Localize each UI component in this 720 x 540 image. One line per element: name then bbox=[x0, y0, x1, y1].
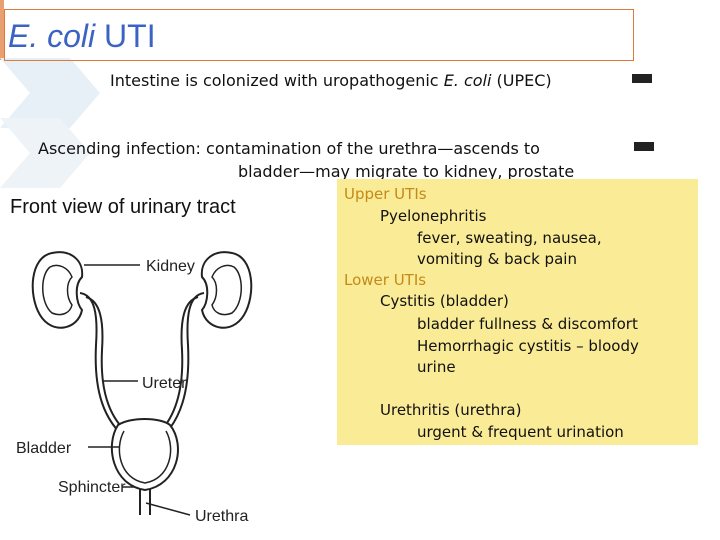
bladder bbox=[110, 418, 179, 492]
bullet-1-italic: E. coli bbox=[443, 71, 492, 90]
title-rest: UTI bbox=[95, 18, 156, 54]
kidney-label: Kidney bbox=[146, 258, 195, 275]
pyelo-symptoms-2: vomiting & back pain bbox=[417, 250, 577, 268]
urethra-label: Urethra bbox=[195, 508, 248, 525]
cystitis-label: Cystitis (bladder) bbox=[380, 292, 509, 310]
upper-utis-heading: Upper UTIs bbox=[344, 185, 427, 203]
urethritis-label: Urethritis (urethra) bbox=[380, 401, 522, 419]
bullet-2-line-2: bladder—may migrate to kidney, prostate bbox=[238, 162, 575, 181]
left-ureter bbox=[79, 292, 139, 448]
title-frame bbox=[4, 9, 634, 61]
lower-utis-heading: Lower UTIs bbox=[344, 271, 427, 289]
sphincter-label: Sphincter bbox=[58, 479, 126, 496]
bullet-1: Intestine is colonized with uropathogeni… bbox=[110, 70, 552, 92]
urinary-tract-diagram: Front view of urinary tract Kidney Urete… bbox=[10, 196, 253, 525]
bladder-label: Bladder bbox=[16, 440, 72, 457]
right-kidney bbox=[200, 251, 253, 329]
hemorrhagic-cystitis-1: Hemorrhagic cystitis – bloody bbox=[417, 337, 639, 355]
bullet-1-pre: Intestine is colonized with uropathogeni… bbox=[110, 71, 444, 90]
marker-icon bbox=[634, 142, 654, 151]
pyelonephritis-label: Pyelonephritis bbox=[380, 207, 487, 225]
title-italic: E. coli bbox=[8, 18, 96, 54]
bullet-1-post: (UPEC) bbox=[491, 71, 552, 90]
urethra bbox=[139, 489, 151, 515]
slide-title: E. coli UTI bbox=[8, 18, 156, 54]
uti-info-box bbox=[337, 179, 698, 445]
marker-icon bbox=[632, 74, 652, 83]
accent-chevron bbox=[0, 58, 100, 188]
cystitis-symptoms: bladder fullness & discomfort bbox=[417, 315, 638, 333]
urethritis-symptoms: urgent & frequent urination bbox=[417, 423, 624, 441]
ureter-label: Ureter bbox=[142, 375, 187, 392]
left-kidney bbox=[31, 251, 84, 329]
diagram-title: Front view of urinary tract bbox=[10, 196, 236, 218]
bullet-2-line-1: Ascending infection: contamination of th… bbox=[38, 139, 540, 158]
accent-bar bbox=[0, 0, 4, 60]
pyelo-symptoms-1: fever, sweating, nausea, bbox=[417, 229, 602, 247]
hemorrhagic-cystitis-2: urine bbox=[417, 358, 456, 376]
